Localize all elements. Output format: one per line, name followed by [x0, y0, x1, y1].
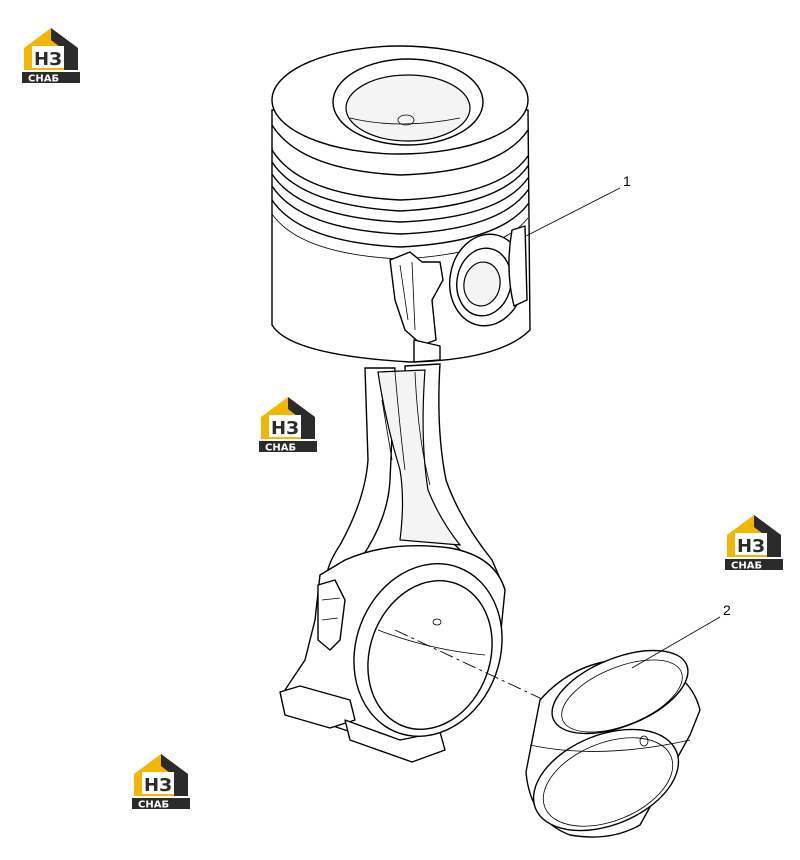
watermark-logo: НЗ СНАБ: [130, 750, 192, 810]
watermark-logo: НЗ СНАБ: [20, 24, 82, 84]
logo-bottom-text: СНАБ: [138, 800, 169, 811]
logo-top-text: НЗ: [34, 49, 62, 70]
piston: [271, 45, 531, 363]
callout-2-label: 2: [723, 602, 731, 618]
callout-1-label: 1: [623, 173, 631, 189]
callout-2: 2: [631, 602, 731, 669]
watermark-logo: НЗ СНАБ: [723, 511, 785, 571]
callout-1: 1: [525, 173, 631, 237]
logo-top-text: НЗ: [144, 775, 172, 796]
connecting-rod: [279, 363, 506, 763]
logo-bottom-text: СНАБ: [731, 561, 762, 572]
watermark-logo: НЗ СНАБ: [257, 393, 319, 453]
logo-bottom-text: СНАБ: [265, 443, 296, 454]
bearing-bushing: [525, 649, 701, 838]
logo-top-text: НЗ: [271, 418, 299, 439]
logo-top-text: НЗ: [737, 536, 765, 557]
logo-bottom-text: СНАБ: [28, 74, 59, 85]
